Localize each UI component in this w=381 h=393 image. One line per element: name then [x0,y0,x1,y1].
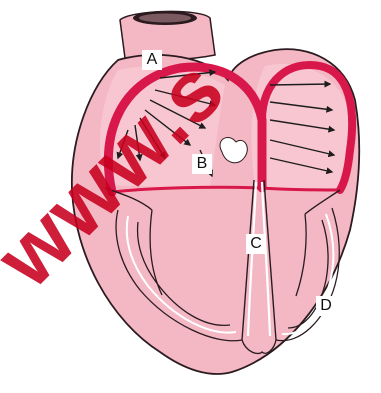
arrow-icon [270,84,330,85]
label-c: C [246,234,266,254]
label-a: A [142,50,162,70]
label-d: D [316,296,336,316]
label-b: B [192,154,212,174]
